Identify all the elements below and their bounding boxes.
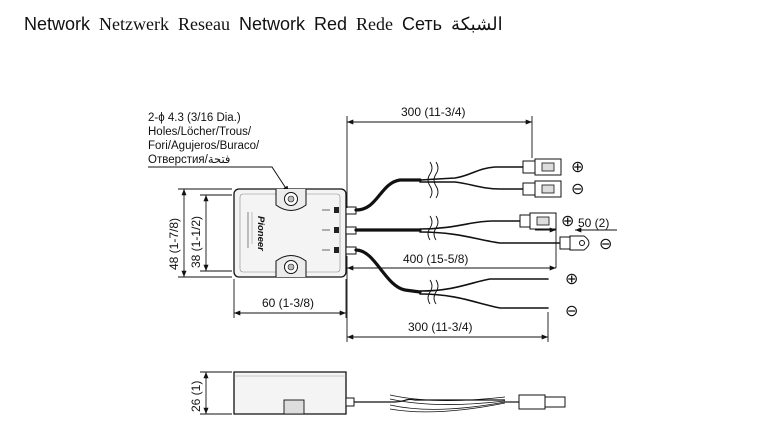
dim-bottom-length-label: 300 (11-3/4) — [408, 320, 472, 334]
dim-height-outer — [178, 188, 232, 278]
polarity-minus-1: ⊖ — [571, 181, 584, 198]
dim-side-height — [200, 371, 232, 415]
title-word-french: Reseau — [177, 14, 230, 34]
side-mount-tab — [283, 399, 305, 415]
title-word-russian: Сеть — [402, 14, 443, 34]
holes-note-line2: Holes/Löcher/Trous/ — [148, 126, 252, 138]
spade-connector-plus — [519, 212, 557, 230]
holes-note: 2-ϕ 4.3 (3/16 Dia.) Holes/Löcher/Trous/ … — [148, 112, 260, 166]
dim-terminal-length-label: 50 (2) — [578, 216, 609, 230]
dim-top-length-label: 300 (11-3/4) — [401, 105, 465, 119]
title-word-arabic: الشبكة — [451, 14, 503, 34]
dim-middle-length-label: 400 (15-5/8) — [403, 252, 468, 266]
fork-connector-plus — [522, 158, 562, 176]
title-word-german: Netzwerk — [99, 14, 169, 34]
brand-logo: Pioneer — [255, 216, 266, 252]
fork-connector-minus — [522, 180, 562, 198]
holes-note-line1: 2-ϕ 4.3 (3/16 Dia.) — [148, 112, 241, 124]
dim-height-inner — [200, 194, 232, 272]
dim-bottom-length — [346, 256, 549, 342]
polarity-plus-1: ⊕ — [571, 159, 584, 176]
adapter-top-view: Pioneer — [233, 188, 357, 278]
dim-height-outer-label: 48 (1-7/8) — [167, 218, 181, 270]
holes-note-line3: Fori/Agujeros/Buraco/ — [148, 140, 260, 152]
title-word-spanish: Red — [313, 14, 348, 34]
polarity-plus-3: ⊕ — [565, 271, 578, 288]
title-word-portuguese: Rede — [356, 14, 393, 34]
holes-note-line4: Отверстия/فتحة — [148, 154, 230, 166]
cables — [354, 166, 561, 309]
side-cable — [354, 398, 505, 403]
dim-width — [233, 279, 347, 318]
dim-side-height-label: 26 (1) — [189, 381, 203, 412]
title-word-english: Network — [24, 14, 91, 34]
dim-terminal-length — [535, 226, 617, 268]
language-title-row: Network Netzwerk Reseau Network Red Rede… — [24, 14, 512, 40]
holes-leader-line — [148, 166, 290, 194]
side-body — [233, 371, 347, 415]
cable-break-marks — [427, 161, 439, 305]
dim-width-label: 60 (1-3/8) — [262, 296, 314, 310]
polarity-minus-2: ⊖ — [599, 236, 612, 253]
polarity-plus-2: ⊕ — [561, 213, 574, 230]
title-word-italian: Network — [238, 14, 305, 34]
side-connector — [518, 394, 546, 410]
ring-terminal-minus — [559, 235, 590, 251]
adapter-side-view — [233, 371, 566, 415]
dim-height-inner-label: 38 (1-1/2) — [189, 216, 203, 268]
dim-top-length — [346, 116, 533, 208]
polarity-minus-3: ⊖ — [565, 303, 578, 320]
